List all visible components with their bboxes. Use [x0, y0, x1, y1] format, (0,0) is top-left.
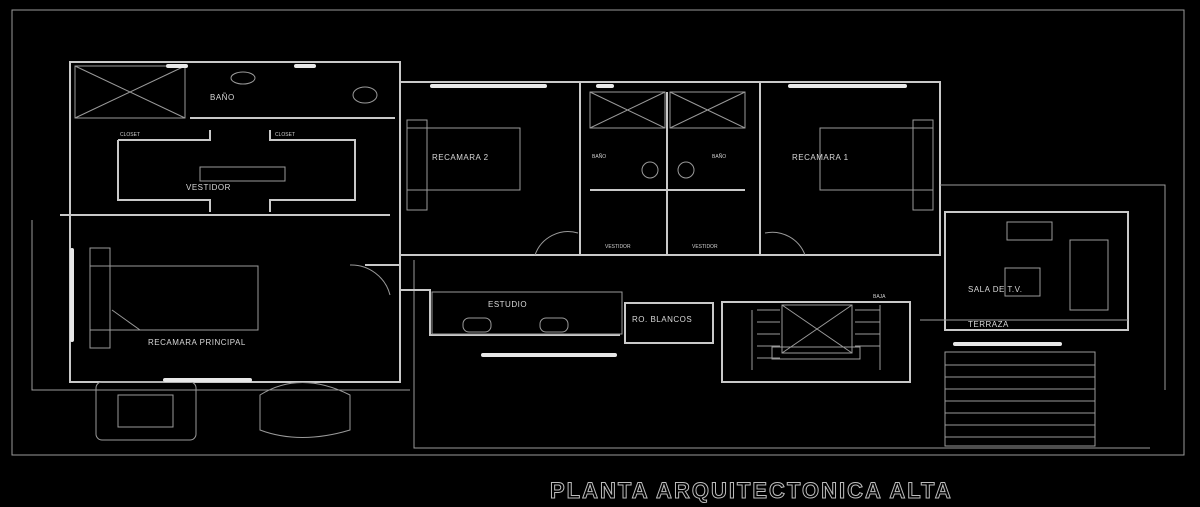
room-label-vestidor-1: VESTIDOR	[692, 244, 718, 250]
bedroom-1	[819, 119, 934, 211]
room-label-closet-right: CLOSET	[275, 132, 295, 138]
windows	[70, 64, 1062, 382]
study	[349, 264, 714, 344]
bed-icon	[89, 265, 259, 331]
room-label-vestidor: VESTIDOR	[186, 183, 231, 192]
master-bedroom	[60, 214, 390, 349]
armchair-icon	[1006, 221, 1053, 241]
room-label-terraza: TERRAZA	[968, 320, 1009, 329]
tv-icon	[1004, 267, 1041, 297]
room-label-bano-2: BAÑO	[592, 153, 606, 160]
exterior-walls	[31, 61, 1166, 449]
car-icon	[259, 382, 351, 438]
terrace-steps	[920, 319, 1128, 447]
room-label-closet-left: CLOSET	[120, 132, 140, 138]
sheet-border	[11, 9, 1185, 456]
room-label-recamara-1: RECAMARA 1	[792, 153, 849, 162]
drawing-title: PLANTA ARQUITECTONICA ALTA	[550, 478, 953, 503]
master-bath	[74, 65, 395, 119]
sink-icon	[641, 161, 659, 179]
sofa-icon	[1069, 239, 1109, 311]
room-label-recamara-principal: RECAMARA PRINCIPAL	[148, 338, 246, 347]
room-label-recamara-2: RECAMARA 2	[432, 153, 489, 162]
twin-baths	[534, 82, 806, 256]
room-label-bano-1: BAÑO	[712, 153, 726, 160]
walk-in-closet	[117, 130, 356, 212]
room-label-estudio: ESTUDIO	[488, 300, 527, 309]
room-label-baja: BAJA	[873, 294, 886, 300]
bedroom-2	[406, 82, 581, 255]
staircase	[721, 301, 911, 383]
room-label-vestidor-2: VESTIDOR	[605, 244, 631, 250]
sink-icon	[677, 161, 695, 179]
toilet-icon	[352, 86, 378, 104]
room-label-blancos: RO. BLANCOS	[632, 315, 692, 324]
room-label-bano-master: BAÑO	[210, 93, 235, 102]
sink-icon	[230, 71, 256, 85]
chair-icon	[539, 317, 569, 333]
room-label-sala-tv: SALA DE T.V.	[968, 285, 1022, 294]
vehicles	[95, 381, 351, 441]
tv-room	[1004, 221, 1109, 311]
car-icon	[95, 381, 197, 441]
chair-icon	[462, 317, 492, 333]
